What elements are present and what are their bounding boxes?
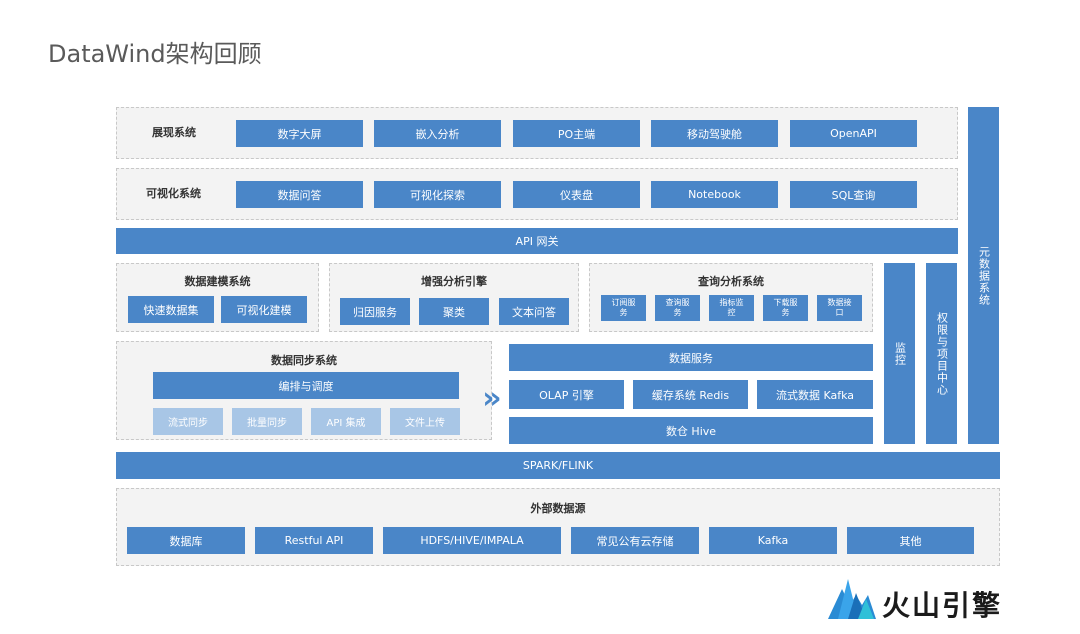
- double-chevron-right-icon: »: [482, 380, 502, 416]
- external-sources-label: 外部数据源: [530, 502, 586, 515]
- data-service-bar[interactable]: 数据服务: [509, 344, 873, 371]
- query-item-download[interactable]: 下载服务: [763, 295, 808, 321]
- enhanced-item-attribution[interactable]: 归因服务: [340, 298, 410, 325]
- modeling-item-quick-dataset[interactable]: 快速数据集: [128, 296, 214, 323]
- display-system-label: 展现系统: [152, 126, 196, 139]
- external-item-others[interactable]: 其他: [847, 527, 974, 554]
- data-service-kafka[interactable]: 流式数据 Kafka: [757, 380, 873, 409]
- sync-orchestration-bar[interactable]: 编排与调度: [153, 372, 459, 399]
- external-item-database[interactable]: 数据库: [127, 527, 245, 554]
- data-warehouse-hive[interactable]: 数仓 Hive: [509, 417, 873, 444]
- external-item-restful-api[interactable]: Restful API: [255, 527, 373, 554]
- external-item-hdfs-hive-impala[interactable]: HDFS/HIVE/IMPALA: [383, 527, 561, 554]
- page-title: DataWind架构回顾: [48, 40, 262, 68]
- enhanced-item-clustering[interactable]: 聚类: [419, 298, 489, 325]
- api-gateway-bar[interactable]: API 网关: [116, 228, 958, 254]
- sync-item-batch[interactable]: 批量同步: [232, 408, 302, 435]
- visual-item-exploration[interactable]: 可视化探索: [374, 181, 501, 208]
- external-item-kafka[interactable]: Kafka: [709, 527, 837, 554]
- visual-item-dashboard[interactable]: 仪表盘: [513, 181, 640, 208]
- sync-system-label: 数据同步系统: [271, 354, 337, 367]
- query-item-data-api[interactable]: 数据接口: [817, 295, 862, 321]
- permission-project-center-bar[interactable]: 权限与项目中心: [926, 263, 957, 444]
- volcano-engine-logo-text: 火山引擎: [882, 589, 1003, 622]
- display-item-mobile-cockpit[interactable]: 移动驾驶舱: [651, 120, 778, 147]
- modeling-item-visual-modeling[interactable]: 可视化建模: [221, 296, 307, 323]
- sync-item-api-integration[interactable]: API 集成: [311, 408, 381, 435]
- query-item-metric-monitor[interactable]: 指标监控: [709, 295, 754, 321]
- query-item-subscription[interactable]: 订阅服务: [601, 295, 646, 321]
- query-system-label: 查询分析系统: [698, 275, 764, 288]
- display-item-big-screen[interactable]: 数字大屏: [236, 120, 363, 147]
- sync-item-file-upload[interactable]: 文件上传: [390, 408, 460, 435]
- display-item-openapi[interactable]: OpenAPI: [790, 120, 917, 147]
- metadata-system-bar[interactable]: 元数据系统: [968, 107, 999, 444]
- compute-engine-bar[interactable]: SPARK/FLINK: [116, 452, 1000, 479]
- data-service-redis[interactable]: 缓存系统 Redis: [633, 380, 748, 409]
- display-item-embedded-analysis[interactable]: 嵌入分析: [374, 120, 501, 147]
- enhanced-engine-label: 增强分析引擎: [421, 275, 487, 288]
- data-service-olap[interactable]: OLAP 引擎: [509, 380, 624, 409]
- enhanced-item-text-qa[interactable]: 文本问答: [499, 298, 569, 325]
- sync-item-streaming[interactable]: 流式同步: [153, 408, 223, 435]
- volcano-mountain-icon: [828, 575, 876, 619]
- visual-item-notebook[interactable]: Notebook: [651, 181, 778, 208]
- monitor-bar[interactable]: 监控: [884, 263, 915, 444]
- display-item-po-client[interactable]: PO主端: [513, 120, 640, 147]
- visual-system-label: 可视化系统: [146, 187, 201, 200]
- query-item-query-service[interactable]: 查询服务: [655, 295, 700, 321]
- modeling-system-label: 数据建模系统: [184, 275, 251, 288]
- visual-item-data-qa[interactable]: 数据问答: [236, 181, 363, 208]
- external-item-public-cloud-storage[interactable]: 常见公有云存储: [571, 527, 699, 554]
- visual-item-sql-query[interactable]: SQL查询: [790, 181, 917, 208]
